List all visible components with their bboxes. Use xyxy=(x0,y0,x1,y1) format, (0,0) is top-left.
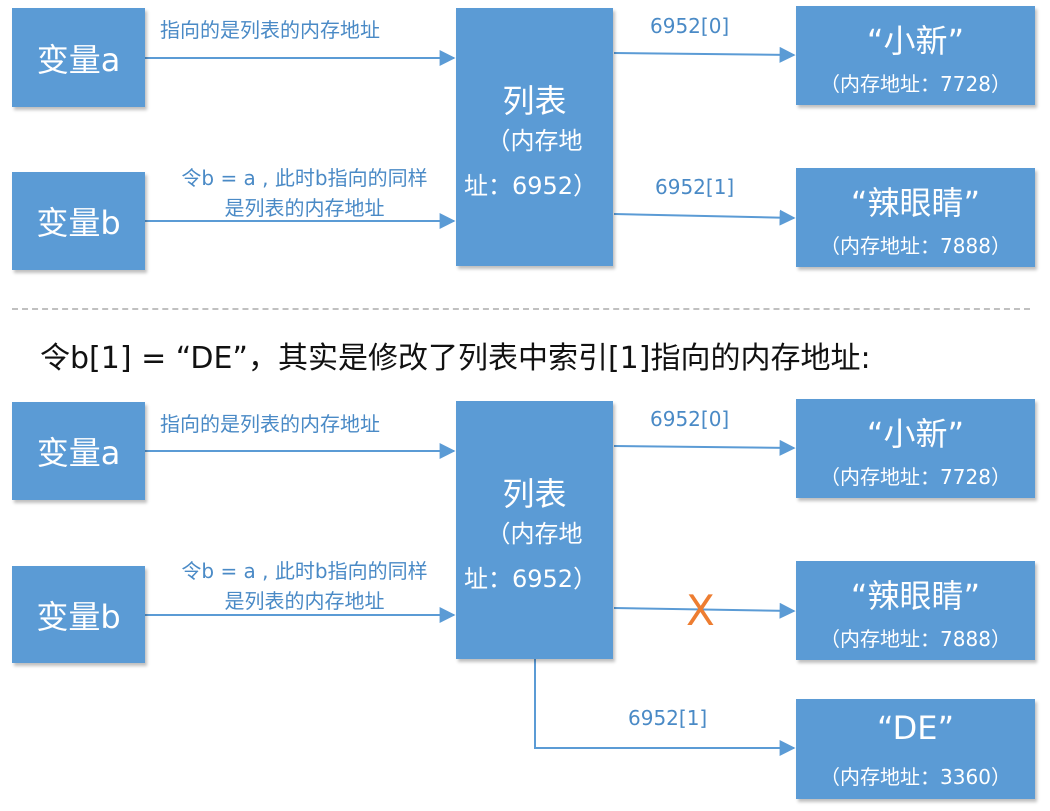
variable-b-label: 变量b xyxy=(36,204,121,242)
label-idx0-bottom: 6952[0] xyxy=(650,407,730,431)
section-separator xyxy=(12,308,1030,310)
label-b-assign-line2: 是列表的内存地址 xyxy=(224,196,385,220)
list-address-line2: 址：6952） xyxy=(464,565,598,593)
value-box-xiaoxin-bottom: “小新” （内存地址：7728） xyxy=(796,399,1035,498)
list-address-line1: （内存地 xyxy=(486,520,583,548)
arrow-list-to-lay-bottom xyxy=(613,602,796,619)
arrow-list-to-de xyxy=(534,659,796,756)
label-idx1-top: 6952[1] xyxy=(655,175,735,199)
arrow-list-to-xiaoxin-bottom xyxy=(613,439,796,456)
value-text: “辣眼睛” xyxy=(850,577,981,615)
variable-a-box-bottom: 变量a xyxy=(12,402,145,500)
arrow-list-to-lay-top xyxy=(613,209,796,226)
variable-a-label: 变量a xyxy=(36,40,121,79)
value-address: （内存地址：7888） xyxy=(820,234,1011,258)
caption: 令b[1] = “DE”，其实是修改了列表中索引[1]指向的内存地址: xyxy=(40,341,871,376)
label-b-assign-line1: 令b = a , 此时b指向的同样 xyxy=(181,559,428,583)
variable-b-box-top: 变量b xyxy=(12,172,145,270)
broken-link-x-mark: X xyxy=(686,586,715,635)
label-idx1-bottom: 6952[1] xyxy=(628,706,708,730)
label-b-assign-line1: 令b = a , 此时b指向的同样 xyxy=(181,166,428,190)
variable-b-box-bottom: 变量b xyxy=(12,566,145,663)
list-address-line1: （内存地 xyxy=(486,127,583,155)
value-text: “DE” xyxy=(876,709,955,747)
label-b-assign-top: 令b = a , 此时b指向的同样 是列表的内存地址 xyxy=(162,163,447,223)
variable-a-box-top: 变量a xyxy=(12,8,145,107)
value-text: “辣眼睛” xyxy=(850,184,981,222)
list-title: 列表 xyxy=(502,475,567,513)
value-box-xiaoxin-top: “小新” （内存地址：7728） xyxy=(796,6,1035,105)
value-address: （内存地址：7728） xyxy=(820,465,1011,489)
value-address: （内存地址：3360） xyxy=(820,765,1011,789)
label-idx0-top: 6952[0] xyxy=(650,14,730,38)
list-box-top: 列表 （内存地 址：6952） xyxy=(456,8,613,266)
label-a-points-bottom: 指向的是列表的内存地址 xyxy=(160,412,380,436)
value-box-de: “DE” （内存地址：3360） xyxy=(796,699,1035,799)
list-box-bottom: 列表 （内存地 址：6952） xyxy=(456,401,613,659)
list-title: 列表 xyxy=(502,82,567,120)
variable-a-label: 变量a xyxy=(36,434,121,472)
label-a-points-top: 指向的是列表的内存地址 xyxy=(160,18,380,42)
arrow-list-to-xiaoxin-top xyxy=(613,46,796,63)
variable-b-label: 变量b xyxy=(36,597,121,636)
value-box-lay-bottom: “辣眼睛” （内存地址：7888） xyxy=(796,561,1035,660)
label-b-assign-bottom: 令b = a , 此时b指向的同样 是列表的内存地址 xyxy=(162,556,447,616)
value-box-lay-top: “辣眼睛” （内存地址：7888） xyxy=(796,168,1035,267)
value-address: （内存地址：7728） xyxy=(820,72,1011,96)
value-text: “小新” xyxy=(866,415,965,453)
value-text: “小新” xyxy=(866,22,965,60)
value-address: （内存地址：7888） xyxy=(820,627,1011,651)
list-address-line2: 址：6952） xyxy=(464,172,598,200)
label-b-assign-line2: 是列表的内存地址 xyxy=(224,589,385,613)
